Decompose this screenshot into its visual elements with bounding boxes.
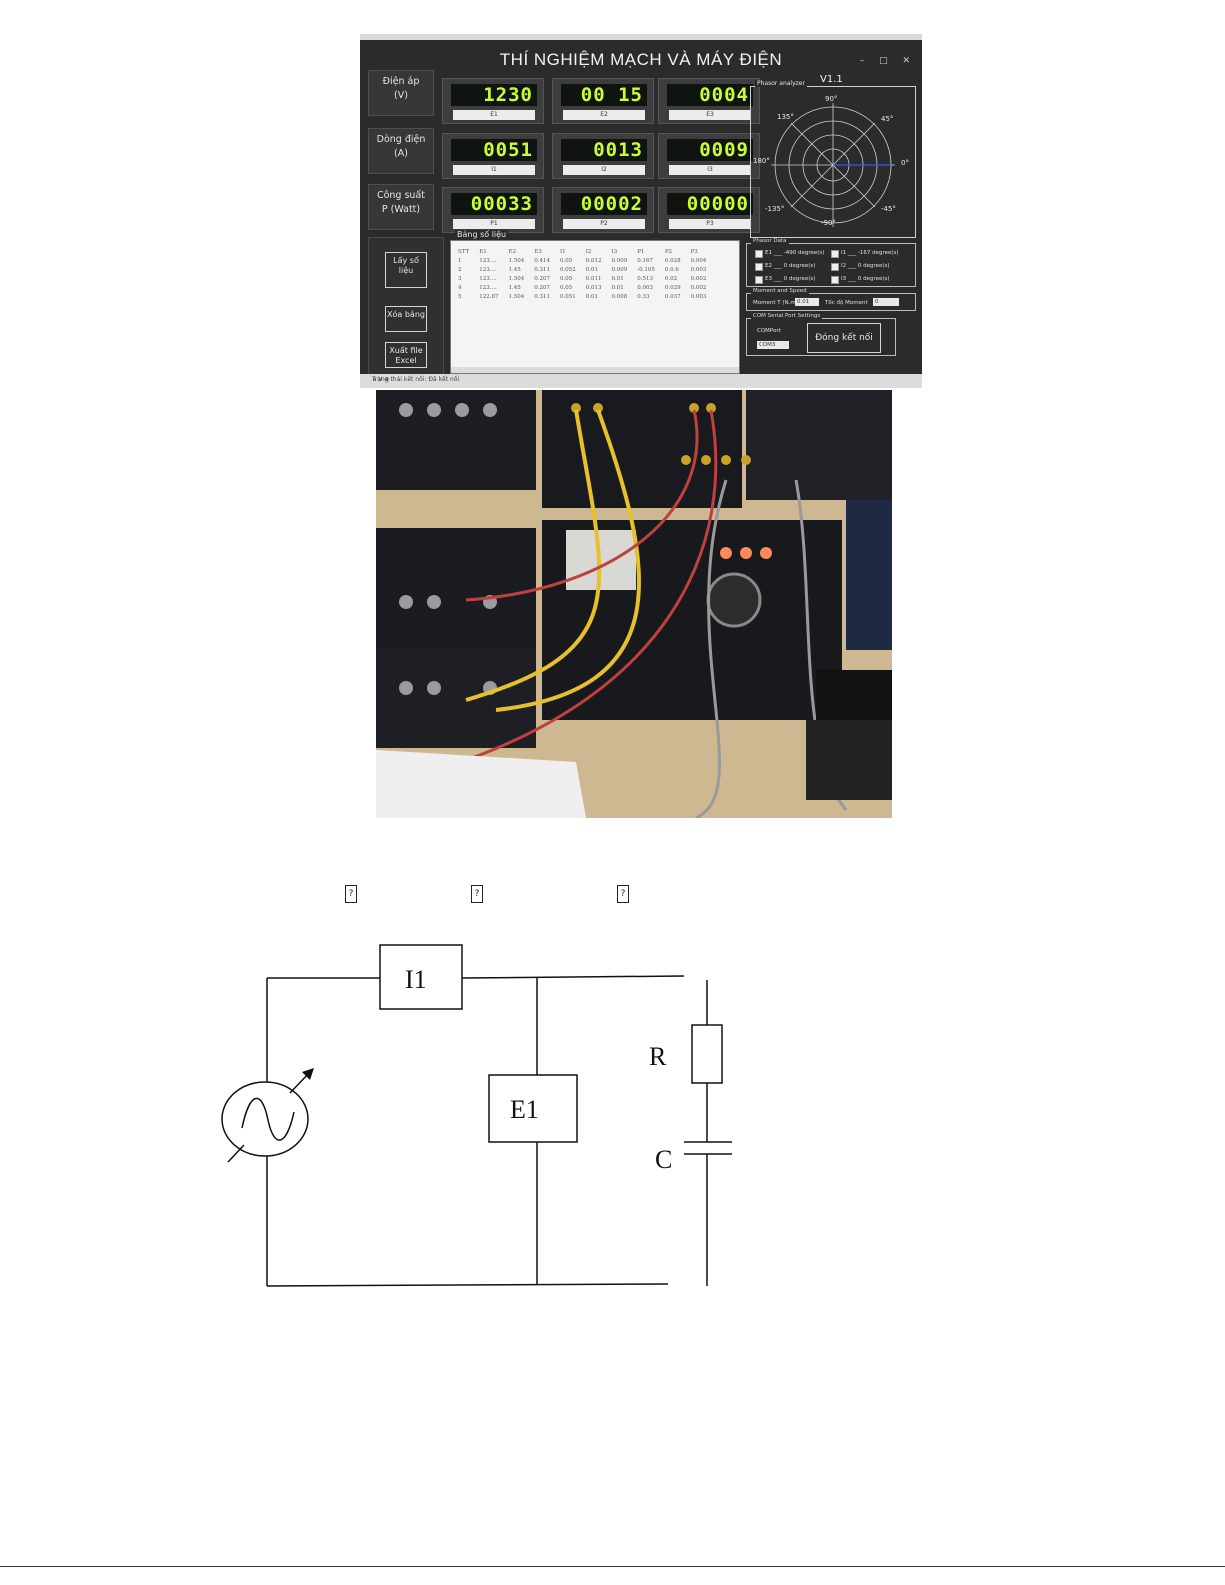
ammeter-label: I1 bbox=[405, 965, 427, 994]
resistor-label: R bbox=[649, 1042, 667, 1071]
circuit-diagram: I1 E1 R C bbox=[221, 944, 732, 1287]
checkbox-i1[interactable] bbox=[831, 250, 839, 258]
com-settings-panel: COM Serial Port Settings COMPort COM3 Đó… bbox=[746, 313, 896, 356]
app-window: – □ ✕ THÍ NGHIỆM MẠCH VÀ MÁY ĐIỆN V1.1 Đ… bbox=[360, 34, 922, 388]
lab-photo-drawing bbox=[376, 390, 892, 818]
checkbox-i3[interactable] bbox=[831, 276, 839, 284]
missing-glyph: ? bbox=[471, 885, 483, 903]
taskbar-icons: ∧ V ⊕ bbox=[372, 376, 390, 383]
wire bbox=[461, 975, 685, 979]
clear-table-button[interactable]: Xóa bảng bbox=[385, 306, 427, 332]
wire bbox=[266, 1283, 669, 1287]
phasor-data-panel: Phasor Data E1 ___ -490 degree(s) I1 ___… bbox=[746, 238, 916, 287]
get-data-button[interactable]: Lấy số liệu bbox=[385, 252, 427, 288]
table-scrollbar[interactable] bbox=[451, 367, 739, 373]
arrow-head-icon bbox=[302, 1068, 314, 1080]
page-rule bbox=[0, 1566, 1225, 1567]
missing-glyph: ? bbox=[345, 885, 357, 903]
checkbox-e2[interactable] bbox=[755, 263, 763, 271]
phasor-diagram bbox=[771, 103, 895, 227]
title-strip bbox=[360, 34, 922, 40]
status-bar: Trạng thái kết nối: Đã kết nối ∧ V ⊕ bbox=[360, 374, 922, 388]
status-text: Trạng thái kết nối: Đã kết nối bbox=[372, 376, 460, 383]
action-panel: Lấy số liệu Xóa bảng Xuất file Excel bbox=[368, 237, 444, 377]
capacitor-label: C bbox=[655, 1145, 672, 1174]
wire bbox=[227, 1144, 245, 1163]
moment-field[interactable]: 0.01 bbox=[795, 298, 819, 306]
checkbox-e3[interactable] bbox=[755, 276, 763, 284]
missing-glyph: ? bbox=[617, 885, 629, 903]
sine-wave-icon bbox=[241, 1097, 295, 1141]
voltmeter-box bbox=[488, 1074, 578, 1143]
com-port-select[interactable]: COM3 bbox=[757, 341, 789, 349]
checkbox-e1[interactable] bbox=[755, 250, 763, 258]
export-excel-button[interactable]: Xuất file Excel bbox=[385, 342, 427, 368]
checkbox-i2[interactable] bbox=[831, 263, 839, 271]
lab-equipment-photo bbox=[376, 390, 892, 818]
app-title: THÍ NGHIỆM MẠCH VÀ MÁY ĐIỆN bbox=[499, 50, 783, 69]
ammeter-box bbox=[379, 944, 463, 1010]
row-label-voltage: Điện áp(V) bbox=[368, 70, 434, 116]
voltmeter-label: E1 bbox=[510, 1095, 539, 1124]
speed-field[interactable]: 0 bbox=[873, 298, 899, 306]
connect-button[interactable]: Đóng kết nối bbox=[807, 323, 881, 353]
moment-speed-panel: Moment and Speed Moment T (N.m) 0.01 Tốc… bbox=[746, 288, 916, 311]
window-controls[interactable]: – □ ✕ bbox=[859, 56, 916, 66]
phasor-analyzer: Phasor analyzer 90° 45° 135° 0° 180° -45… bbox=[750, 80, 916, 238]
row-label-current: Dòng điện(A) bbox=[368, 128, 434, 174]
ac-source bbox=[221, 1081, 309, 1157]
app-version: V1.1 bbox=[820, 74, 843, 85]
resistor bbox=[691, 1024, 723, 1084]
